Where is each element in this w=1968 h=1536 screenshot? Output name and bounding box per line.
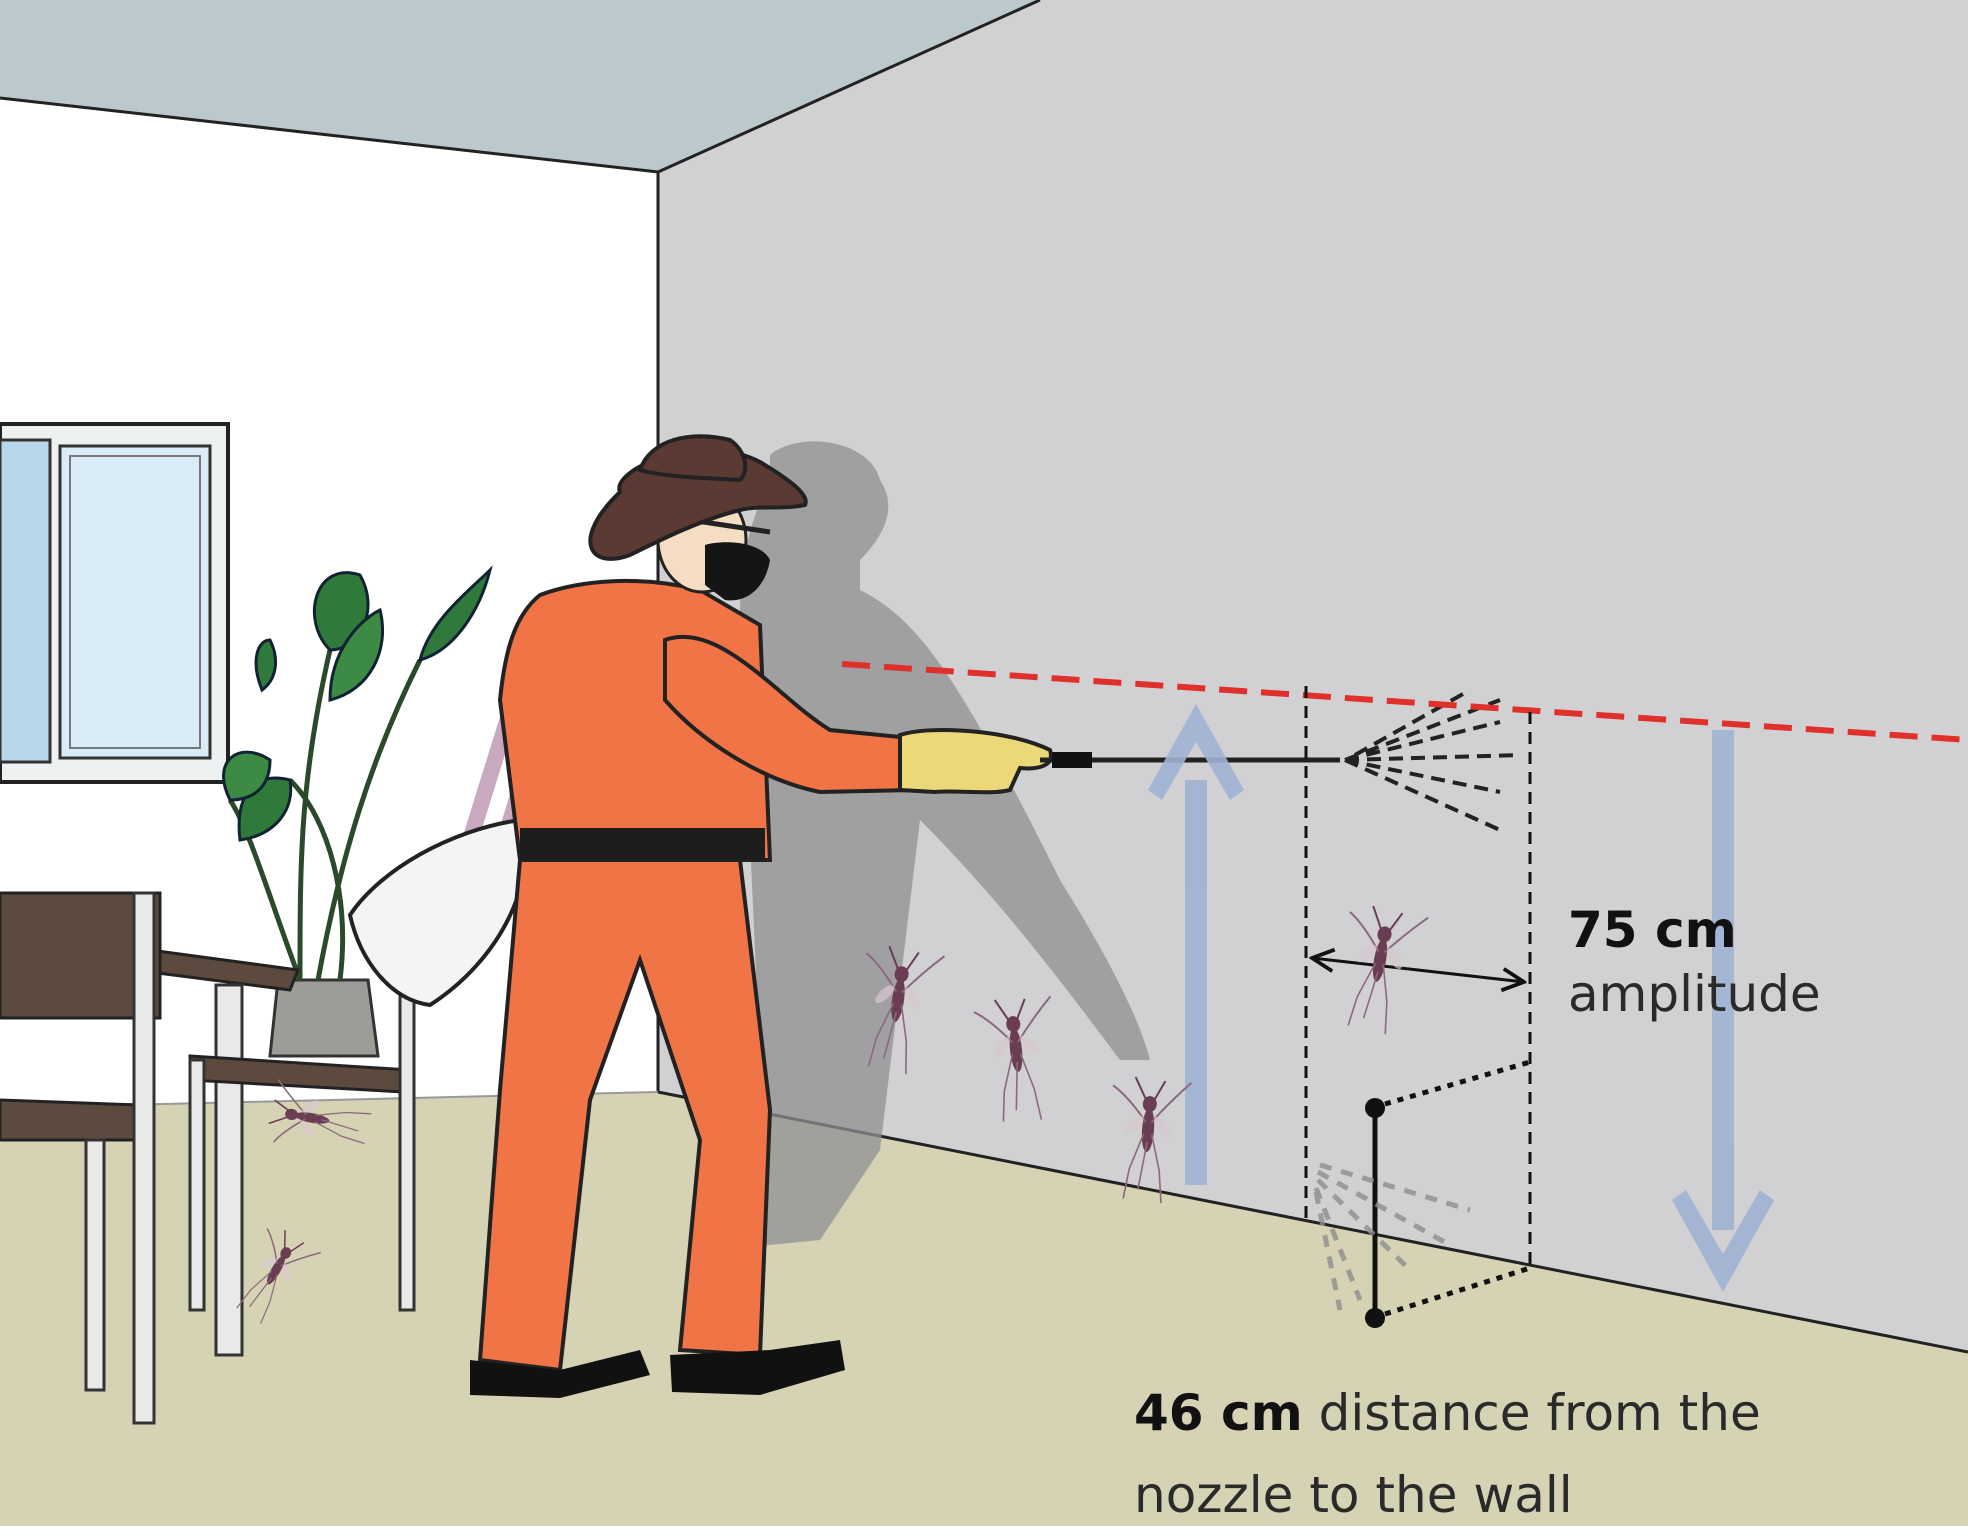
amplitude-arrow: [1312, 958, 1524, 982]
right-wall: [658, 0, 1968, 1352]
window-icon: [0, 422, 230, 784]
amplitude-text: amplitude: [1568, 965, 1821, 1023]
ceiling: [0, 0, 1040, 172]
plant-icon: [222, 565, 493, 1058]
spray-wand-icon: [1040, 688, 1521, 832]
worker-shadow: [720, 441, 1150, 1250]
distance-value: 46 cm: [1134, 1384, 1303, 1442]
amplitude-value: 75 cm: [1568, 901, 1737, 959]
distance-measure: [1365, 1059, 1531, 1328]
table-icon: [148, 948, 301, 1357]
amplitude-label: 75 cm amplitude: [1568, 898, 1821, 1026]
distance-text-line1: distance from the: [1318, 1384, 1761, 1442]
spray-mist: [1313, 1162, 1471, 1311]
spray-swath-guides: [1304, 686, 1532, 1268]
spray-worker: [347, 434, 1053, 1398]
distance-text-line2: nozzle to the wall: [1134, 1466, 1573, 1524]
down-motion-arrow: [1672, 730, 1774, 1292]
distance-label: 46 cm distance from the nozzle to the wa…: [1134, 1372, 1761, 1536]
max-spray-height-line: [841, 661, 1968, 743]
chair-icon: [0, 891, 416, 1425]
